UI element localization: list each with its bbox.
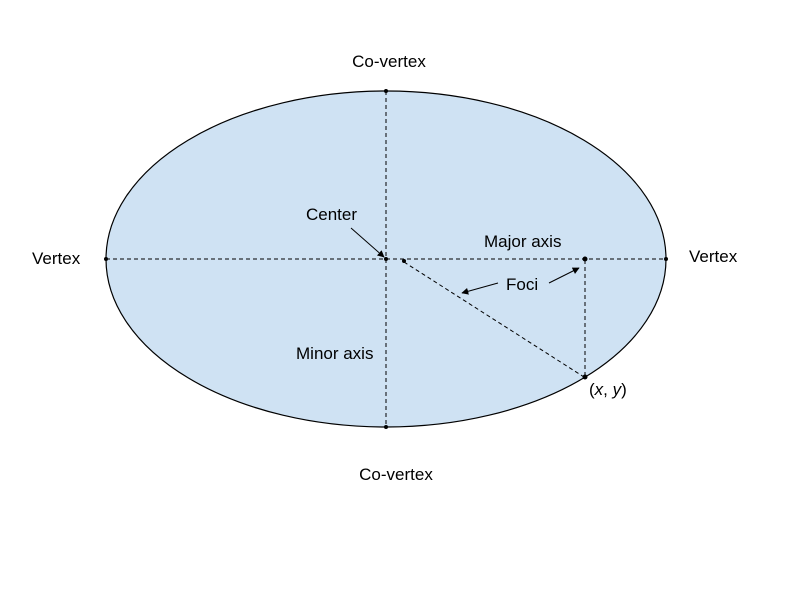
ellipse-point-xy xyxy=(582,374,588,380)
left-vertex-label: Vertex xyxy=(32,249,81,268)
top-covertex-label: Co-vertex xyxy=(352,52,426,71)
foci-arrow-right xyxy=(548,267,580,284)
center-point xyxy=(384,257,388,261)
major-axis-label: Major axis xyxy=(484,232,561,251)
top-covertex-point xyxy=(384,89,388,93)
left-focal-line xyxy=(403,261,585,378)
foci-arrow-left xyxy=(461,282,499,295)
center-arrow xyxy=(350,227,385,258)
right-focus-point xyxy=(582,256,588,262)
left-vertex-point xyxy=(104,257,108,261)
point-xy-close: ) xyxy=(621,380,627,399)
bottom-covertex-label: Co-vertex xyxy=(359,465,433,484)
point-xy-open: ( xyxy=(589,380,595,399)
point-y: y xyxy=(612,380,623,399)
left-focus-point xyxy=(402,259,406,263)
right-vertex-point xyxy=(664,257,668,261)
point-xy-label: (x, y) xyxy=(589,380,627,399)
foci-label: Foci xyxy=(506,275,538,294)
right-vertex-label: Vertex xyxy=(689,247,738,266)
point-xy-sep: , xyxy=(603,380,612,399)
point-x: x xyxy=(594,380,604,399)
center-label: Center xyxy=(306,205,357,224)
minor-axis-label: Minor axis xyxy=(296,344,373,363)
bottom-covertex-point xyxy=(384,425,388,429)
